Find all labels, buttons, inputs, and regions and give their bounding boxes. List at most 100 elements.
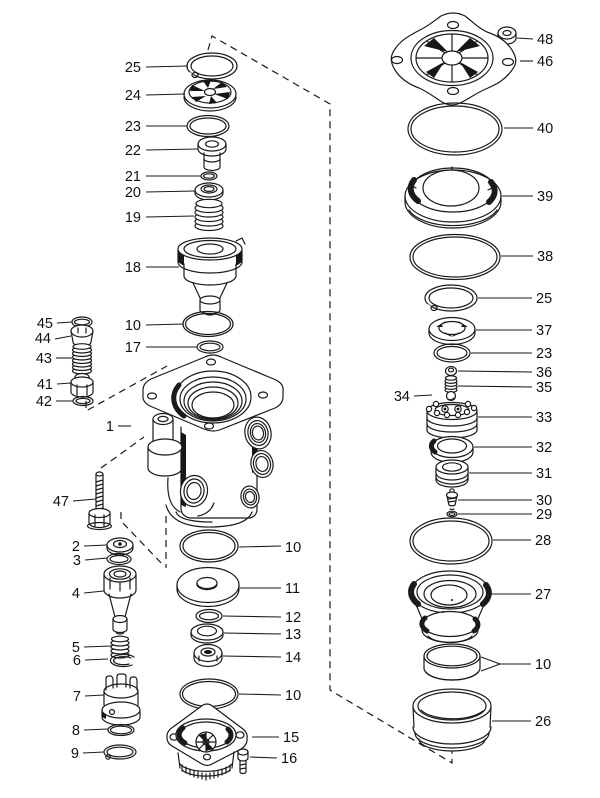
callout-11: 11 — [285, 581, 300, 597]
callout-labels: 25 24 23 22 21 20 19 18 10 17 45 44 43 4… — [35, 32, 553, 767]
callout-16: 16 — [281, 751, 297, 767]
part-14-nut — [193, 643, 223, 668]
callout-34: 34 — [394, 389, 410, 405]
part-13-washer — [190, 623, 224, 644]
part-10-o-ring-mid-top — [179, 529, 239, 563]
callout-20: 20 — [125, 185, 141, 201]
part-7-guide — [101, 673, 141, 726]
part-6-ring — [109, 653, 135, 668]
callout-23-left: 23 — [125, 119, 141, 135]
callout-45: 45 — [37, 316, 53, 332]
callout-4: 4 — [72, 586, 80, 602]
part-42-o-ring — [72, 395, 94, 407]
callout-41: 41 — [37, 377, 53, 393]
part-22-valve-stem — [197, 136, 227, 172]
part-32-seal-ring — [428, 435, 474, 464]
callout-19: 19 — [125, 210, 141, 226]
part-20-washer — [194, 182, 224, 201]
parts-artwork — [70, 12, 517, 781]
callout-10-mid-top: 10 — [285, 540, 301, 556]
callout-32: 32 — [536, 440, 552, 456]
callout-36: 36 — [536, 365, 552, 381]
callout-37: 37 — [536, 323, 552, 339]
callout-40: 40 — [537, 121, 553, 137]
callout-6: 6 — [73, 653, 81, 669]
dashed-leader-lines — [85, 35, 453, 765]
part-28-o-ring-large — [409, 517, 493, 565]
part-37-retainer — [428, 316, 476, 346]
callout-3: 3 — [73, 553, 81, 569]
callout-24: 24 — [125, 88, 141, 104]
callout-42: 42 — [36, 394, 52, 410]
callout-17: 17 — [125, 340, 141, 356]
callout-10-right: 10 — [535, 657, 551, 673]
part-8-ring — [107, 723, 135, 737]
callout-26: 26 — [535, 714, 551, 730]
callout-10-mid-bottom: 10 — [285, 688, 301, 704]
part-39-piston-cover — [404, 166, 502, 229]
part-2-button — [106, 537, 134, 556]
callout-25-left: 25 — [125, 60, 141, 76]
part-23-o-ring-right — [433, 343, 471, 363]
part-15-bottom-cover — [166, 703, 248, 781]
part-33-valve-assembly — [425, 400, 478, 439]
part-31-ring-stack — [435, 459, 469, 488]
callout-38: 38 — [537, 249, 553, 265]
part-36-nut-small — [444, 365, 458, 377]
callout-22: 22 — [125, 143, 141, 159]
part-19-spring — [194, 198, 224, 232]
callout-47: 47 — [53, 494, 69, 510]
callout-5: 5 — [72, 640, 80, 656]
callout-27: 27 — [535, 587, 551, 603]
part-38-o-ring — [409, 233, 501, 281]
callout-10-left: 10 — [125, 318, 141, 334]
part-34-ball — [445, 390, 457, 402]
part-24-retainer — [183, 79, 237, 112]
callout-1: 1 — [106, 419, 114, 435]
callout-35: 35 — [536, 380, 552, 396]
callout-28: 28 — [535, 533, 551, 549]
part-41-fitting — [70, 372, 94, 398]
part-35-spring-small — [444, 375, 458, 394]
part-18-piston-assembly — [177, 237, 246, 316]
callout-33: 33 — [536, 410, 552, 426]
callout-21: 21 — [125, 169, 141, 185]
callout-43: 43 — [36, 351, 52, 367]
callout-7: 7 — [73, 689, 81, 705]
callout-12: 12 — [285, 610, 301, 626]
part-17-o-ring — [196, 340, 224, 354]
part-9-snap-ring — [99, 744, 137, 767]
callout-13: 13 — [285, 627, 301, 643]
part-23-o-ring — [186, 114, 230, 138]
callout-29: 29 — [536, 507, 552, 523]
part-27-piston — [408, 570, 492, 644]
callout-18: 18 — [125, 260, 141, 276]
callout-46: 46 — [537, 54, 553, 70]
callout-39: 39 — [537, 189, 553, 205]
callout-30: 30 — [536, 493, 552, 509]
part-30-valve-small — [445, 488, 459, 511]
part-21-o-ring — [200, 171, 218, 181]
part-3-o-ring — [106, 552, 132, 566]
part-16-bolt — [237, 748, 249, 775]
callout-23-right: 23 — [536, 346, 552, 362]
callout-leader-lines — [54, 37, 534, 759]
part-40-o-ring — [407, 102, 503, 156]
part-11-diaphragm-washer — [176, 566, 240, 608]
part-1-valve-body — [142, 354, 284, 528]
part-5-spring — [110, 635, 130, 659]
part-46-cover-plate — [390, 12, 517, 106]
part-10-o-rings-right — [423, 643, 481, 681]
part-26-cup-ring — [412, 688, 492, 752]
part-47-bolt — [86, 471, 113, 531]
part-4-stem-assembly — [103, 565, 137, 635]
callout-9: 9 — [71, 746, 79, 762]
callout-14: 14 — [285, 650, 301, 666]
callout-2: 2 — [72, 539, 80, 555]
callout-8: 8 — [72, 723, 80, 739]
callout-31: 31 — [536, 466, 552, 482]
callout-48: 48 — [537, 32, 553, 48]
callout-44: 44 — [35, 331, 51, 347]
